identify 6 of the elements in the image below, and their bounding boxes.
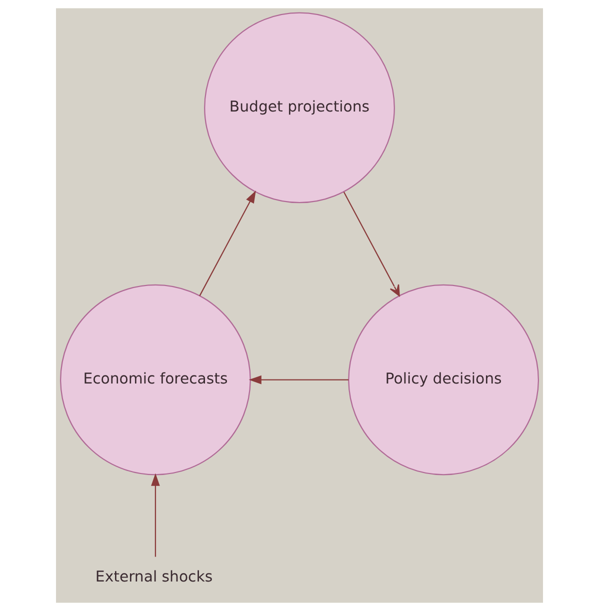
arrow	[151, 473, 160, 557]
node-circle: Economic forecasts	[60, 284, 251, 476]
arrow	[248, 375, 349, 384]
arrow	[199, 190, 256, 296]
node-text: External shocks	[95, 567, 213, 586]
arrow	[343, 192, 400, 296]
